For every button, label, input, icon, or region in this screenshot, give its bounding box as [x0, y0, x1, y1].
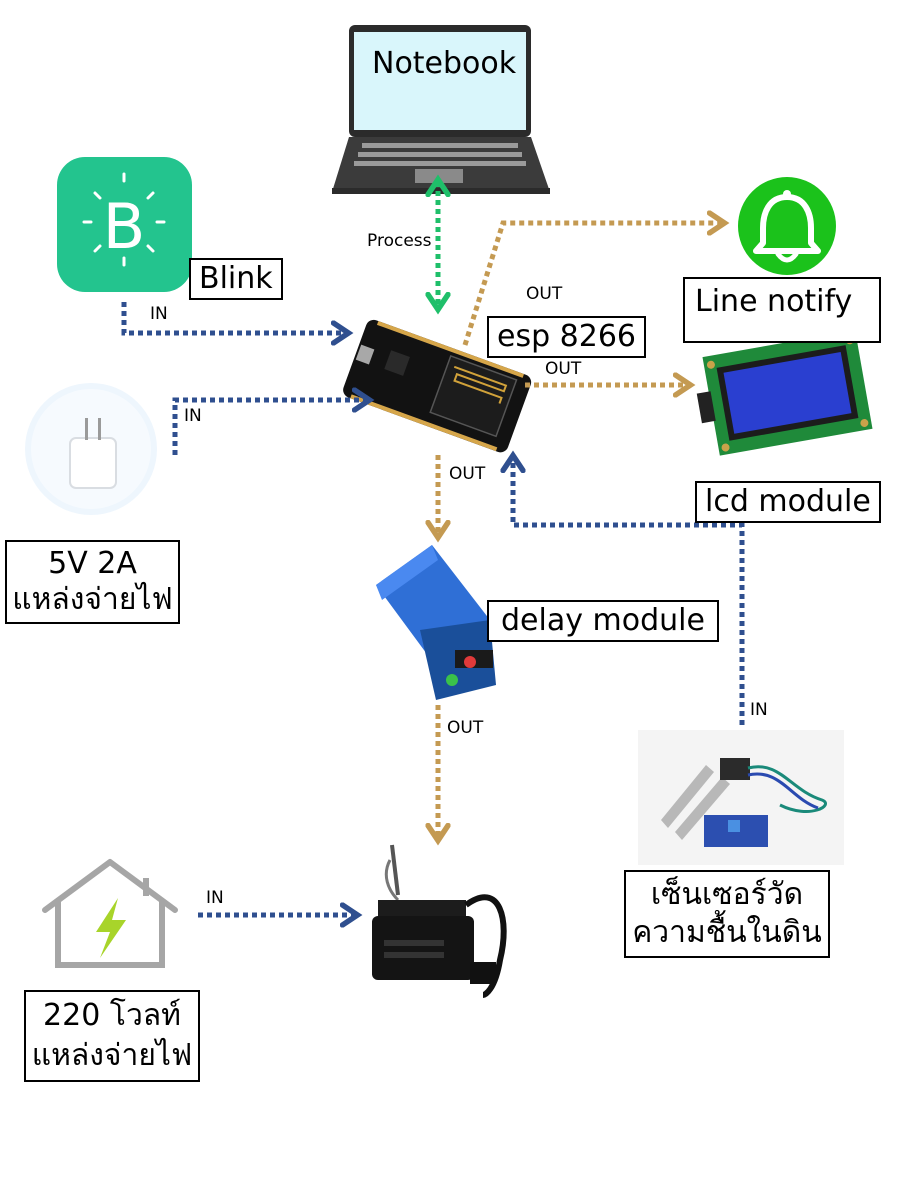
relay-label: delay module: [487, 600, 719, 642]
soil-sensor-icon: [638, 730, 844, 865]
water-pump-icon: [372, 844, 507, 998]
blynk-logo-icon: B: [57, 157, 192, 292]
bell-icon: [738, 177, 836, 275]
notebook-label: Notebook: [372, 46, 517, 81]
edge-line-notify-out: [462, 223, 722, 346]
power-5v-line1: 5V 2A: [48, 546, 137, 581]
power-220-line2: แหล่งจ่ายไฟ: [31, 1038, 193, 1073]
house-power-icon: [42, 859, 178, 968]
power-220-label: 220 โวลท์ แหล่งจ่ายไฟ: [24, 990, 200, 1082]
sensor-line2: ความชื้นในดิน: [632, 915, 822, 950]
edge-label-relay-out: OUT: [449, 464, 486, 484]
power-5v-line2: แหล่งจ่ายไฟ: [12, 582, 173, 617]
blink-label: Blink: [189, 258, 283, 300]
lcd-module-icon: [696, 330, 873, 456]
line-notify-label: Line notify: [683, 277, 881, 343]
power-5v-label: 5V 2A แหล่งจ่ายไฟ: [5, 540, 180, 624]
edge-label-charger-in: IN: [184, 406, 202, 426]
edge-sensor-in: [513, 458, 745, 725]
lcd-label: lcd module: [695, 481, 881, 523]
edge-label-blink-in: IN: [150, 304, 168, 324]
edge-label-house-in: IN: [206, 888, 224, 908]
edge-blink-in: [121, 302, 346, 333]
esp8266-board-icon: [343, 319, 532, 453]
relay-module-icon: [376, 545, 496, 700]
edge-label-line-out: OUT: [526, 284, 563, 304]
power-220-line1: 220 โวลท์: [43, 998, 181, 1033]
charger-icon: [25, 383, 157, 515]
esp-label: esp 8266: [487, 316, 647, 358]
edge-label-sensor-in: IN: [750, 700, 768, 720]
edge-label-pump-out: OUT: [447, 718, 484, 738]
svg-text:B: B: [103, 190, 146, 263]
edge-label-process: Process: [367, 231, 432, 251]
sensor-line1: เซ็นเซอร์วัด: [650, 877, 804, 912]
notebook-icon: [332, 25, 550, 194]
sensor-label: เซ็นเซอร์วัด ความชื้นในดิน: [624, 870, 830, 958]
edge-charger-in: [172, 400, 367, 455]
edge-label-lcd-out: OUT: [545, 359, 582, 379]
